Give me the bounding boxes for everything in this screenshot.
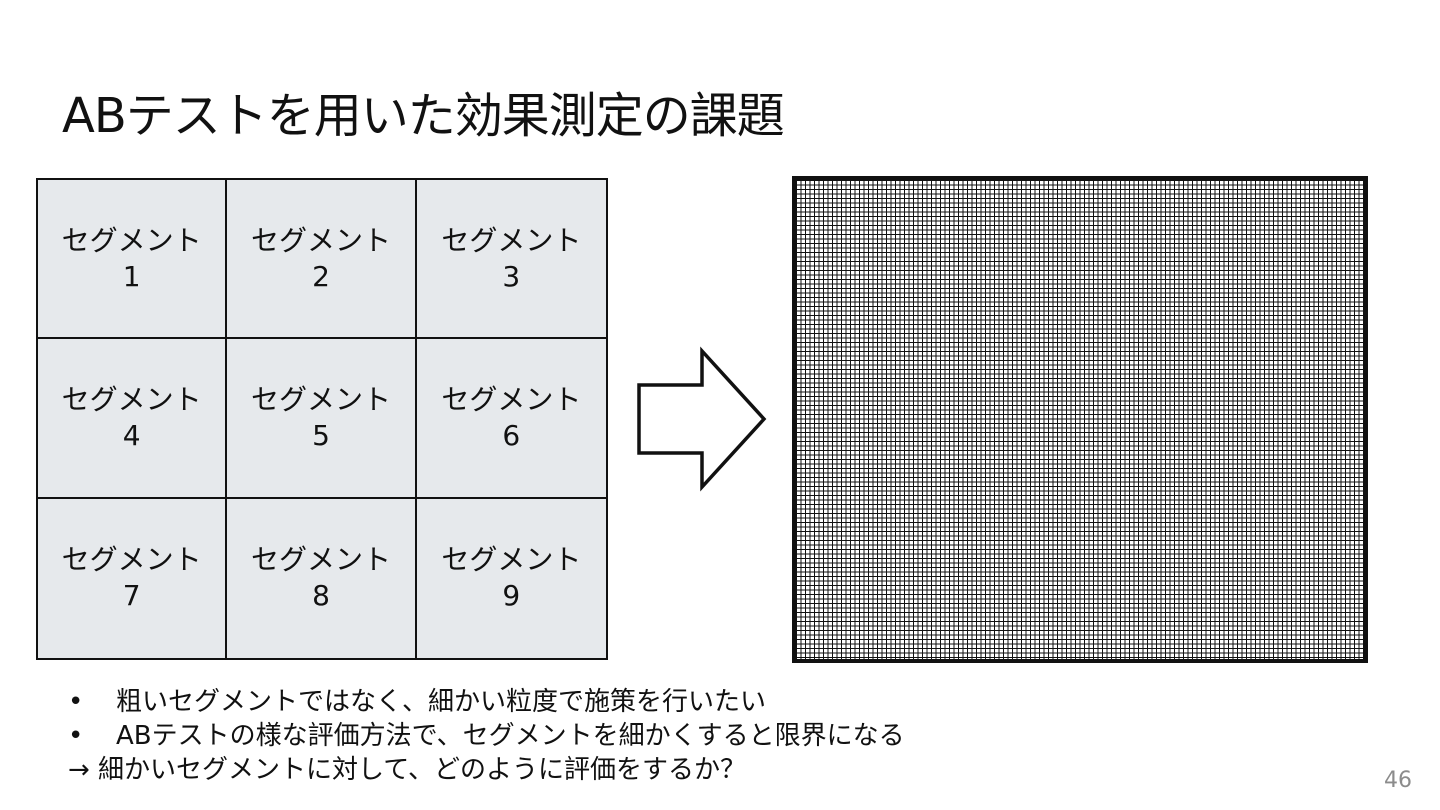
segment-number: 8	[312, 579, 330, 613]
segment-label: セグメント	[250, 223, 391, 257]
segment-label: セグメント	[441, 543, 582, 577]
conclusion-line: → 細かいセグメントに対して、どのように評価をするか？	[68, 753, 905, 787]
bullet-list: • 粗いセグメントではなく、細かい粒度で施策を行いたい • ABテストの様な評価…	[68, 685, 905, 787]
segment-cell: セグメント 8	[227, 498, 417, 658]
bullet-item: • 粗いセグメントではなく、細かい粒度で施策を行いたい	[68, 685, 905, 719]
segment-cell: セグメント 7	[38, 498, 228, 658]
segment-label: セグメント	[61, 223, 202, 257]
bullet-text: 粗いセグメントではなく、細かい粒度で施策を行いたい	[116, 687, 767, 717]
segment-cell: セグメント 4	[38, 339, 228, 499]
segment-number: 3	[502, 259, 521, 293]
segment-cell: セグメント 3	[416, 180, 606, 340]
segment-cell: セグメント 5	[227, 339, 417, 499]
segment-cell: セグメント 9	[417, 499, 606, 658]
page-number: 46	[1384, 768, 1412, 793]
segment-label: セグメント	[441, 223, 582, 257]
segment-number: 6	[502, 418, 521, 452]
right-arrow-icon	[637, 346, 767, 492]
bullet-marker: •	[68, 687, 84, 717]
segment-cell: セグメント 2	[227, 180, 417, 340]
segment-number: 1	[122, 259, 141, 293]
bullet-text: ABテストの様な評価方法で、セグメントを細かくすると限界になる	[116, 721, 905, 751]
fine-segment-grid	[792, 176, 1368, 663]
segment-grid: セグメント 1 セグメント 2 セグメント 3 セグメント 4 セグメント 5 …	[36, 178, 608, 660]
slide-title: ABテストを用いた効果測定の課題	[62, 88, 785, 144]
segment-number: 4	[122, 418, 141, 452]
bullet-item: • ABテストの様な評価方法で、セグメントを細かくすると限界になる	[68, 719, 905, 753]
segment-label: セグメント	[250, 382, 391, 416]
segment-label: セグメント	[441, 382, 582, 416]
segment-number: 7	[122, 579, 141, 613]
segment-label: セグメント	[250, 543, 391, 577]
bullet-marker: •	[68, 721, 84, 751]
segment-cell: セグメント 1	[38, 180, 228, 340]
segment-label: セグメント	[61, 543, 202, 577]
segment-number: 2	[312, 259, 330, 293]
segment-label: セグメント	[61, 382, 202, 416]
segment-number: 5	[312, 418, 330, 452]
segment-cell: セグメント 6	[416, 339, 606, 499]
segment-number: 9	[502, 579, 521, 613]
conclusion-text: → 細かいセグメントに対して、どのように評価をするか？	[68, 755, 746, 785]
